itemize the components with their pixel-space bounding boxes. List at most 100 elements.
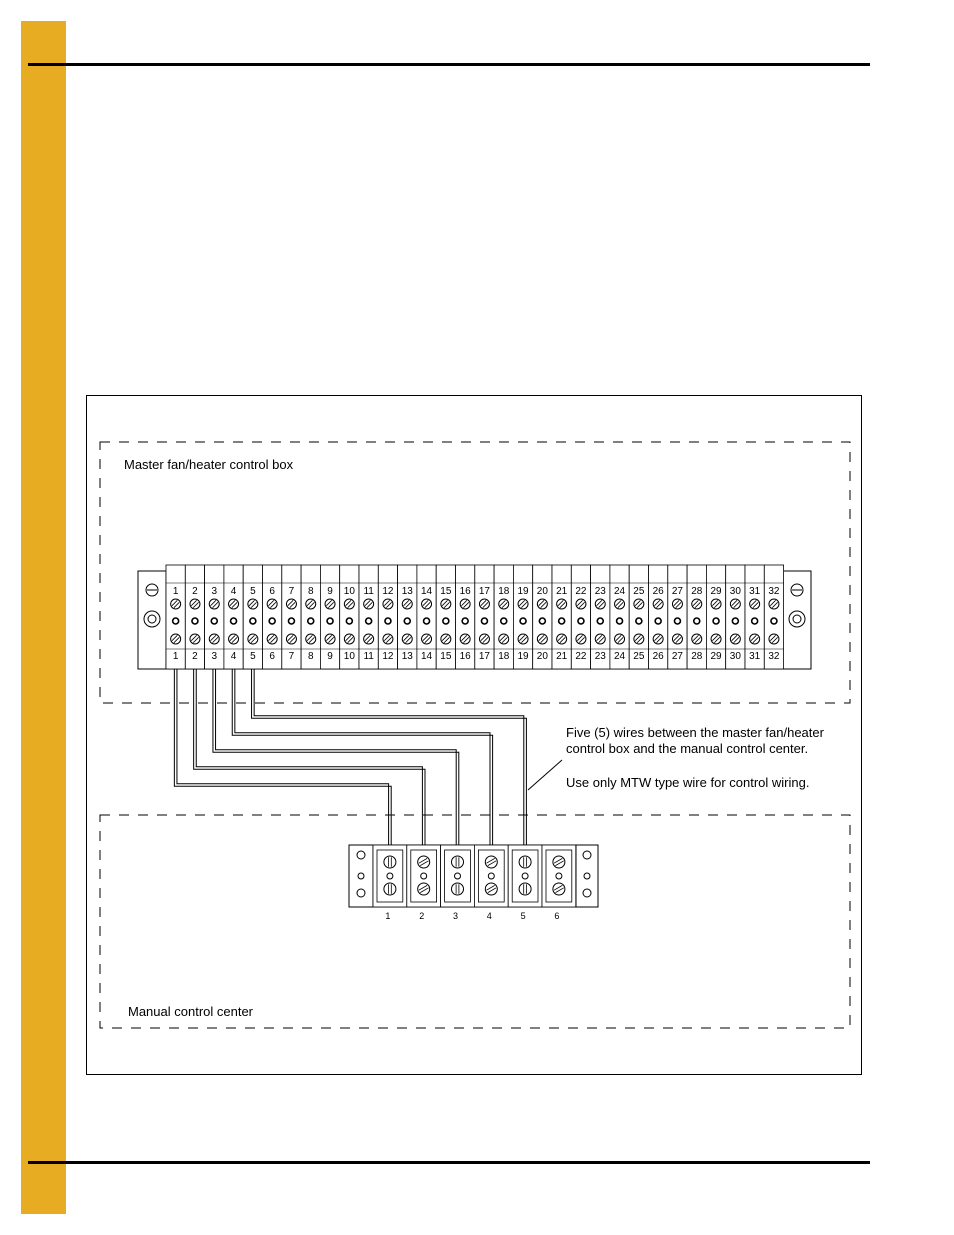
terminal-number-top: 16 — [460, 586, 472, 597]
terminal-screw-icon — [478, 633, 490, 645]
terminal-number-bottom: 2 — [192, 651, 198, 662]
terminal-screw-icon — [594, 633, 606, 645]
screw-slot — [519, 600, 526, 606]
screw-slot — [675, 637, 682, 643]
terminal-hole — [210, 617, 219, 625]
wire-2-to-2 — [195, 669, 423, 845]
screw-slot — [501, 602, 508, 608]
screw-slot — [308, 602, 315, 608]
screw-slot — [553, 858, 563, 864]
terminal-number-top: 1 — [173, 586, 179, 597]
screw-slot — [268, 635, 275, 641]
screw-slot — [270, 637, 277, 643]
terminal-hole — [461, 617, 469, 625]
screw-slot — [750, 600, 757, 606]
screw-slot — [654, 635, 661, 641]
mounting-hole-inner — [147, 614, 157, 624]
screw-slot — [250, 602, 257, 608]
terminal-number-bottom: 7 — [289, 651, 295, 662]
screw-slot — [714, 602, 721, 608]
wire-4-to-4 — [234, 669, 491, 845]
screw-slot — [422, 600, 429, 606]
screw-slot — [692, 600, 699, 606]
footer-rule — [28, 1161, 870, 1164]
terminal-screw-icon — [633, 598, 645, 610]
terminal-screw-icon — [652, 598, 664, 610]
screw-slot — [212, 602, 219, 608]
screw-slot — [519, 635, 526, 641]
terminal-number-bottom: 30 — [730, 651, 742, 662]
terminal-screw-icon — [451, 882, 464, 896]
terminal-number-top: 9 — [327, 586, 333, 597]
terminal-screw-icon — [305, 633, 317, 645]
terminal-number-bottom: 15 — [440, 651, 452, 662]
terminal-screw-icon — [189, 633, 201, 645]
terminal-number-bottom: 3 — [211, 651, 217, 662]
figure-frame — [86, 395, 862, 1075]
screw-slot — [540, 602, 547, 608]
note-leader — [527, 759, 563, 791]
terminal-number-top: 32 — [768, 586, 780, 597]
mounting-hole-icon — [582, 850, 592, 860]
terminal-number-top: 6 — [269, 586, 275, 597]
screw-slot — [403, 635, 410, 641]
terminal-hole — [750, 617, 759, 625]
terminal-cell — [763, 564, 784, 670]
terminal-screw-icon — [552, 882, 566, 896]
terminal-screw-icon — [208, 633, 220, 645]
screw-slot — [308, 637, 315, 643]
terminal-number-top: 11 — [363, 586, 374, 597]
screw-slot — [673, 600, 680, 606]
terminal-number-top: 22 — [575, 586, 587, 597]
mounting-hole-icon — [356, 850, 366, 860]
screw-slot — [345, 600, 352, 606]
terminal-number-top: 28 — [691, 586, 703, 597]
terminal-screw-icon — [614, 633, 626, 645]
screw-slot — [366, 637, 373, 643]
terminal-screw-icon — [247, 598, 259, 610]
terminal-hole — [654, 617, 662, 625]
master-box-zone — [99, 441, 851, 704]
terminal-number: 4 — [487, 911, 492, 921]
screw-slot — [615, 635, 622, 641]
terminal-screw-icon — [484, 882, 498, 896]
screw-slot — [328, 637, 335, 643]
screw-slot — [287, 635, 294, 641]
terminal-screw-icon — [383, 855, 397, 869]
terminal-number-top: 13 — [402, 586, 414, 597]
screw-slot — [598, 637, 605, 643]
screw-slot — [420, 860, 429, 866]
terminal-number-bottom: 27 — [672, 651, 684, 662]
wire-3-to-3 — [215, 669, 457, 845]
screw-slot — [731, 635, 738, 641]
terminal-number-top: 31 — [749, 586, 761, 597]
terminal-number-bottom: 16 — [460, 651, 472, 662]
screw-slot — [347, 637, 354, 643]
terminal-screw-icon — [459, 633, 471, 645]
side-tab — [21, 21, 66, 1214]
screw-slot — [752, 637, 759, 643]
mounting-hole-icon — [582, 888, 592, 898]
screw-slot — [289, 637, 296, 643]
screw-slot — [694, 602, 701, 608]
terminal-screw-icon — [228, 598, 240, 610]
screw-slot — [328, 602, 335, 608]
wire-1-to-1 — [173, 669, 392, 845]
terminal-number-top: 21 — [556, 586, 568, 597]
terminal-number-top: 25 — [633, 586, 645, 597]
terminal-screw-icon — [305, 598, 317, 610]
screw-slot — [347, 602, 354, 608]
screw-slot — [712, 600, 719, 606]
terminal-number-top: 30 — [730, 586, 742, 597]
screw-slot — [636, 602, 643, 608]
screw-slot — [418, 858, 428, 864]
screw-slot — [615, 600, 622, 606]
note-line-3: Use only MTW type wire for control wirin… — [566, 775, 809, 790]
terminal-number-top: 20 — [537, 586, 549, 597]
terminal-screw-icon — [594, 598, 606, 610]
terminal-screw-icon — [498, 633, 510, 645]
terminal-number-top: 3 — [211, 586, 217, 597]
terminal-number: 1 — [385, 911, 390, 921]
terminal-screw-icon — [421, 598, 433, 610]
screw-slot — [692, 635, 699, 641]
